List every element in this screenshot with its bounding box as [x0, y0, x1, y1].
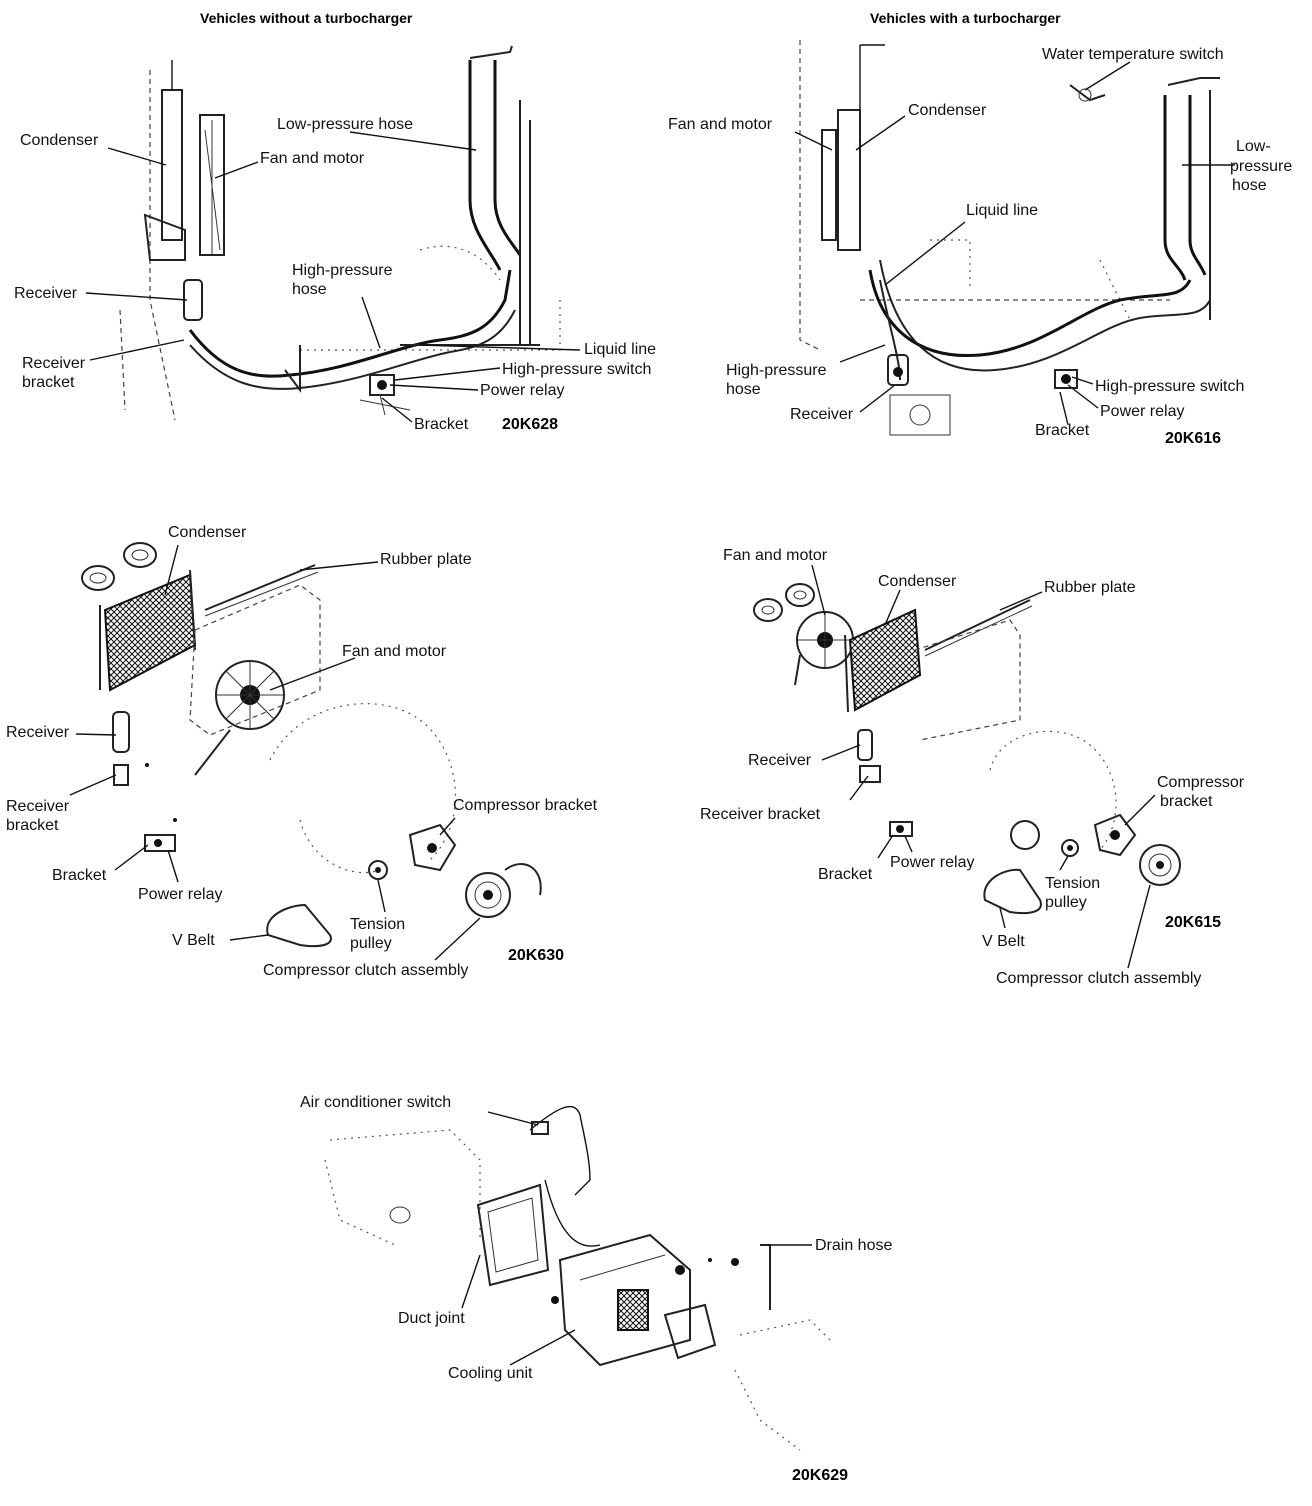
label-condenser: Condenser: [908, 102, 987, 119]
label-fan-and-motor: Fan and motor: [342, 643, 447, 660]
panel-title-turbo: Vehicles with a turbocharger: [870, 10, 1061, 26]
label-bracket: Bracket: [1035, 422, 1090, 439]
label-power-relay: Power relay: [1100, 403, 1185, 420]
label-receiver-bracket-line2: bracket: [22, 374, 75, 391]
label-water-temperature-switch: Water temperature switch: [1042, 46, 1224, 63]
label-receiver-bracket: Receiver bracket: [700, 806, 821, 823]
label-high-pressure-switch: High-pressure switch: [1095, 378, 1245, 395]
figure-code: 20K630: [508, 947, 565, 964]
label-power-relay: Power relay: [890, 854, 975, 871]
label-low-pressure-hose-line2: pressure: [1230, 158, 1293, 175]
label-compressor-clutch-assembly: Compressor clutch assembly: [996, 970, 1202, 987]
bottom-leaders: [461, 1111, 812, 1366]
label-receiver: Receiver: [748, 752, 812, 769]
label-high-pressure-switch: High-pressure switch: [502, 361, 652, 378]
label-rubber-plate: Rubber plate: [380, 551, 472, 568]
figure-code: 20K616: [1165, 430, 1222, 447]
label-fan-and-motor: Fan and motor: [668, 116, 773, 133]
label-compressor-bracket: Compressor bracket: [453, 797, 598, 814]
label-receiver: Receiver: [790, 406, 854, 423]
label-compressor-bracket-line2: bracket: [1160, 793, 1213, 810]
label-fan-and-motor: Fan and motor: [723, 547, 828, 564]
label-fan-and-motor: Fan and motor: [260, 150, 365, 167]
label-tension-pulley-line1: Tension: [350, 916, 406, 933]
top-left-illustration: [119, 45, 561, 421]
mid-right-illustration: [753, 583, 1181, 915]
label-v-belt: V Belt: [172, 932, 215, 949]
figure-code: 20K615: [1165, 914, 1222, 931]
label-condenser: Condenser: [20, 132, 99, 149]
top-right-leaders: [794, 61, 1235, 426]
label-liquid-line: Liquid line: [584, 341, 657, 358]
label-tension-pulley-line1: Tension: [1045, 875, 1101, 892]
label-liquid-line: Liquid line: [966, 202, 1039, 219]
top-right-illustration: [799, 40, 1220, 436]
mid-left-illustration: [81, 542, 542, 948]
label-drain-hose: Drain hose: [815, 1237, 893, 1254]
label-power-relay: Power relay: [138, 886, 223, 903]
label-compressor-clutch-assembly: Compressor clutch assembly: [263, 962, 469, 979]
label-low-pressure-hose: Low-pressure hose: [277, 116, 414, 133]
label-low-pressure-hose-line3: hose: [1232, 177, 1267, 194]
mid-right-leaders: [811, 564, 1156, 969]
label-tension-pulley-line2: pulley: [350, 935, 392, 952]
label-high-pressure-hose-line2: hose: [726, 381, 761, 398]
label-tension-pulley-line2: pulley: [1045, 894, 1087, 911]
label-condenser: Condenser: [878, 573, 957, 590]
bottom-illustration: [324, 1105, 831, 1451]
label-condenser: Condenser: [168, 524, 247, 541]
label-high-pressure-hose-line2: hose: [292, 281, 327, 298]
label-receiver: Receiver: [14, 285, 78, 302]
label-receiver-bracket-line1: Receiver: [22, 355, 86, 372]
figure-code: 20K629: [792, 1467, 849, 1484]
top-left-leaders: [85, 131, 581, 423]
panel-title-non-turbo: Vehicles without a turbocharger: [200, 10, 413, 26]
label-high-pressure-hose-line1: High-pressure: [292, 262, 393, 279]
label-compressor-bracket-line1: Compressor: [1157, 774, 1245, 791]
label-power-relay: Power relay: [480, 382, 565, 399]
figure-code: 20K628: [502, 416, 559, 433]
label-bracket: Bracket: [818, 866, 873, 883]
label-low-pressure-hose-line1: Low-: [1236, 138, 1271, 155]
label-high-pressure-hose-line1: High-pressure: [726, 362, 827, 379]
mid-left-leaders: [69, 544, 481, 961]
label-duct-joint: Duct joint: [398, 1310, 465, 1327]
label-air-conditioner-switch: Air conditioner switch: [300, 1094, 452, 1111]
label-receiver-bracket-line1: Receiver: [6, 798, 70, 815]
label-bracket: Bracket: [52, 867, 107, 884]
label-receiver: Receiver: [6, 724, 70, 741]
label-bracket: Bracket: [414, 416, 469, 433]
label-receiver-bracket-line2: bracket: [6, 817, 59, 834]
label-cooling-unit: Cooling unit: [448, 1365, 533, 1382]
label-rubber-plate: Rubber plate: [1044, 579, 1136, 596]
label-v-belt: V Belt: [982, 933, 1025, 950]
